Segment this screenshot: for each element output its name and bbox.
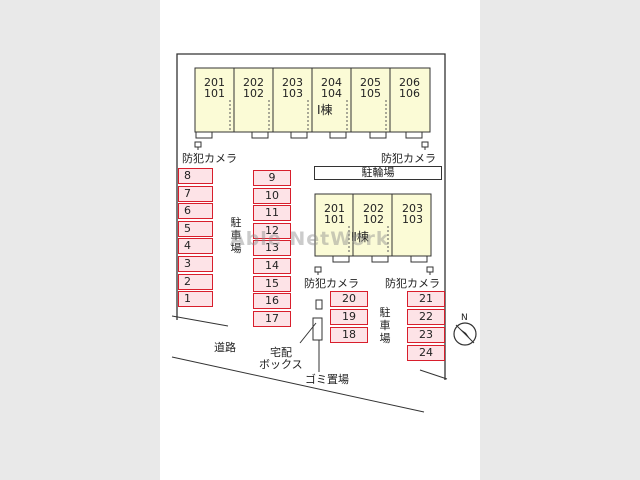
camera-label-top-left: 防犯カメラ (182, 152, 237, 165)
bicycle-parking: 駐輪場 (314, 166, 442, 180)
unit-lower-number: 105 (360, 87, 381, 100)
unit-lower-number: 101 (324, 213, 345, 226)
delivery-box-shape (315, 299, 323, 310)
parking-stall-15: 15 (253, 275, 291, 292)
road-edge-upper (171, 315, 229, 327)
camera-label-center: 防犯カメラ (304, 277, 359, 290)
unit-lower-number: 101 (204, 87, 225, 100)
unit-upper-number: 201 (324, 202, 345, 215)
parking-stall-4: 4 (178, 238, 213, 255)
parking-stall-3: 3 (178, 256, 213, 272)
unit-upper-number: 202 (363, 202, 384, 215)
road-label: 道路 (214, 341, 236, 354)
delivery-box-label-2: ボックス (259, 358, 303, 371)
building-1-outline (194, 67, 431, 139)
parking-stall-5: 5 (178, 220, 213, 237)
unit-lower-number: 102 (363, 213, 384, 226)
building-1-label: Ⅰ棟 (317, 103, 333, 117)
parking-stall-10: 10 (253, 187, 291, 204)
unit-lower-number: 103 (402, 213, 423, 226)
property-boundary (176, 53, 446, 380)
parking-stall-21: 21 (407, 291, 445, 307)
unit-upper-number: 203 (402, 202, 423, 215)
parking-label-right: 駐車場 (379, 306, 391, 345)
unit-upper-number: 204 (321, 76, 342, 89)
parking-stall-20: 20 (330, 291, 368, 307)
unit-lower-number: 104 (321, 87, 342, 100)
unit-upper-number: 205 (360, 76, 381, 89)
delivery-box-label-1: 宅配 (270, 346, 292, 359)
camera-label-top-right: 防犯カメラ (381, 152, 436, 165)
unit-lower-number: 106 (399, 87, 420, 100)
parking-stall-7: 7 (178, 185, 213, 202)
parking-stall-11: 11 (253, 205, 291, 222)
north-arrow-icon (453, 322, 477, 346)
parking-stall-13: 13 (253, 240, 291, 257)
unit-upper-number: 201 (204, 76, 225, 89)
parking-stall-9: 9 (253, 170, 291, 186)
road-edge-right (419, 369, 448, 380)
unit-upper-number: 206 (399, 76, 420, 89)
building-2-label: Ⅱ棟 (351, 230, 369, 244)
camera-label-right: 防犯カメラ (385, 277, 440, 290)
parking-stall-14: 14 (253, 258, 291, 274)
parking-stall-23: 23 (407, 327, 445, 343)
parking-stall-19: 19 (330, 309, 368, 325)
parking-stall-2: 2 (178, 273, 213, 290)
parking-stall-18: 18 (330, 327, 368, 343)
parking-stall-12: 12 (253, 222, 291, 239)
garbage-area-shape (312, 317, 323, 341)
building-2-outline (314, 193, 432, 263)
garbage-label: ゴミ置場 (305, 373, 349, 386)
parking-stall-8: 8 (178, 168, 213, 184)
parking-stall-17: 17 (253, 310, 291, 327)
unit-lower-number: 103 (282, 87, 303, 100)
north-label: N (461, 313, 468, 323)
parking-stall-1: 1 (178, 291, 213, 308)
watermark: Able NetWork (230, 228, 390, 250)
unit-upper-number: 203 (282, 76, 303, 89)
parking-stall-16: 16 (253, 293, 291, 310)
parking-stall-22: 22 (407, 309, 445, 325)
parking-stall-6: 6 (178, 203, 213, 220)
parking-label-left: 駐車場 (230, 216, 242, 255)
camera-markers (194, 141, 434, 275)
unit-lower-number: 102 (243, 87, 264, 100)
parking-stall-24: 24 (407, 345, 445, 361)
unit-upper-number: 202 (243, 76, 264, 89)
road-edge-lower (171, 356, 425, 413)
